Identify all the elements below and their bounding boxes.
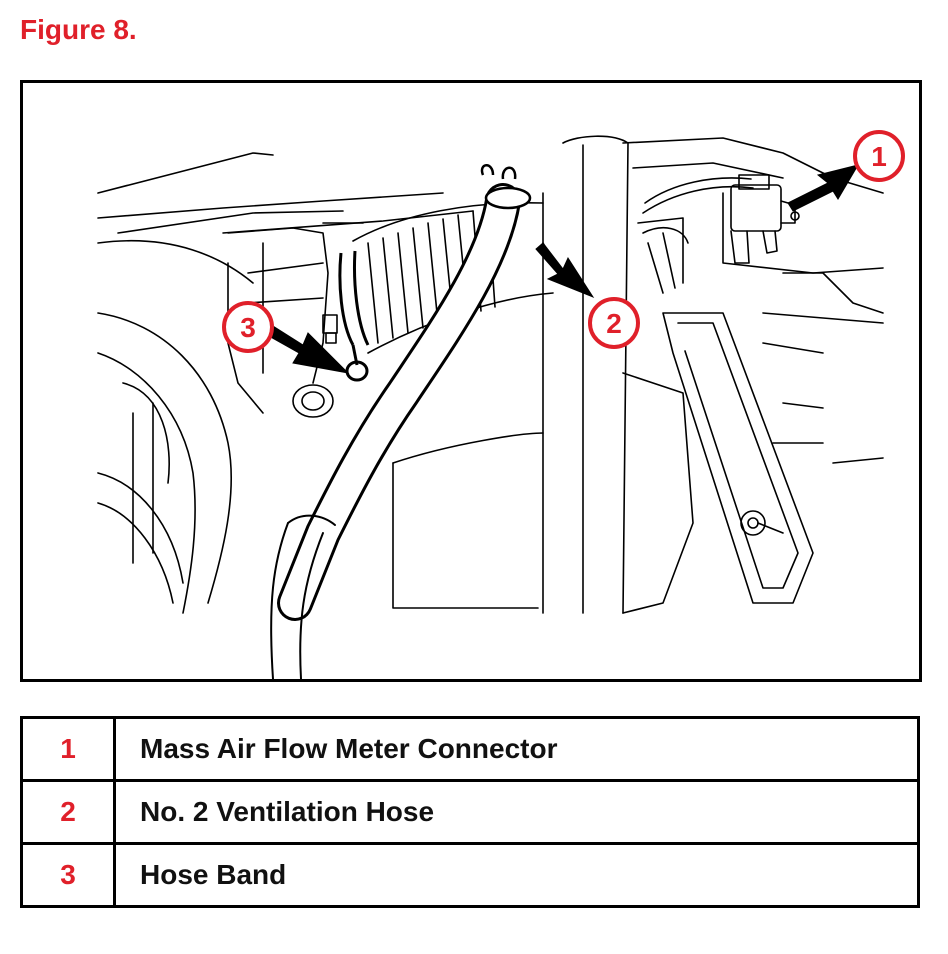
legend-row: 3 Hose Band [20,842,920,908]
engine-diagram: 1 2 3 [20,80,922,682]
legend-number: 1 [20,716,116,782]
figure-title: Figure 8. [20,14,137,45]
callout-2: 2 [588,297,640,349]
callout-1: 1 [853,130,905,182]
legend-table: 1 Mass Air Flow Meter Connector 2 No. 2 … [20,716,920,908]
legend-number: 3 [20,842,116,908]
callout-3-number: 3 [240,312,256,343]
legend-number: 2 [20,779,116,845]
callout-2-number: 2 [606,308,622,339]
callout-1-arrow [787,164,860,212]
legend-row: 1 Mass Air Flow Meter Connector [20,716,920,782]
legend-description: Mass Air Flow Meter Connector [113,716,920,782]
legend-description: No. 2 Ventilation Hose [113,779,920,845]
engine-line-drawing: 1 2 3 [97,130,905,679]
callout-3: 3 [222,301,274,353]
callout-1-number: 1 [871,141,887,172]
legend-row: 2 No. 2 Ventilation Hose [20,779,920,845]
callout-2-arrow [535,242,595,299]
legend-description: Hose Band [113,842,920,908]
